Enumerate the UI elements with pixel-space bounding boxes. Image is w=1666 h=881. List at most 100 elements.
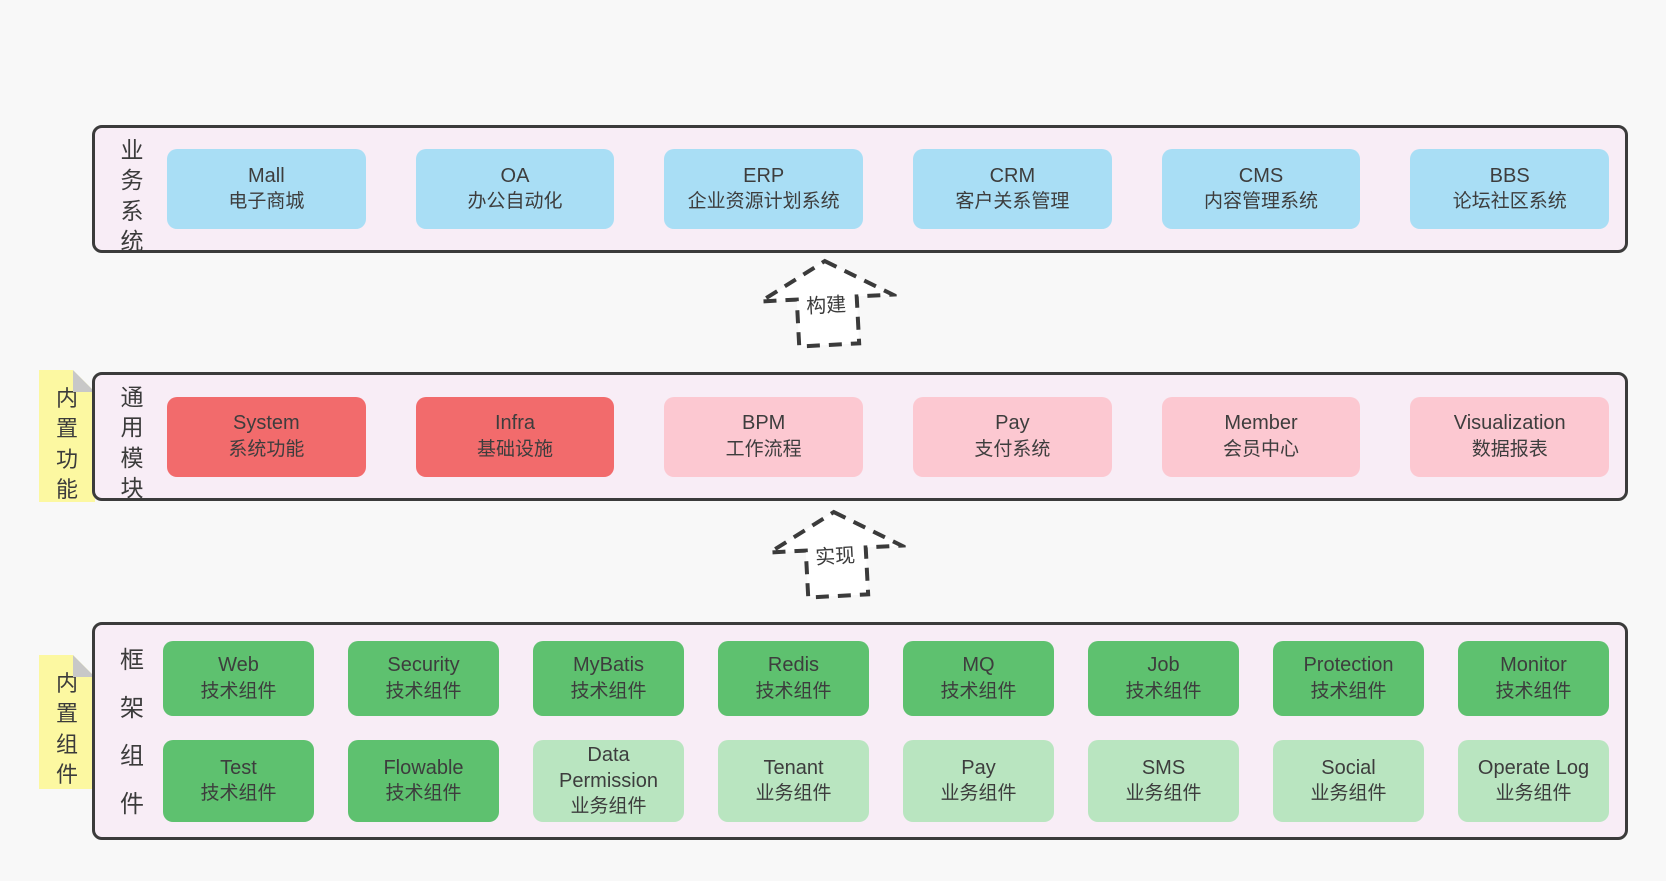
box-subtitle: 数据报表 xyxy=(1471,438,1548,460)
box-subtitle: 技术组件 xyxy=(385,680,462,702)
box-subtitle: 办公自动化 xyxy=(467,191,563,213)
diagram-box-social: Social 业务组件 xyxy=(1273,739,1424,822)
diagram-box-system: System 系统功能 xyxy=(167,396,366,477)
box-subtitle: 业务组件 xyxy=(755,783,832,805)
box-title: Security xyxy=(387,654,460,677)
box-title: MQ xyxy=(962,654,995,677)
panel-modules-label: 通 用 模 块 xyxy=(120,384,144,502)
box-subtitle: 会员中心 xyxy=(1223,438,1300,460)
arrow-implement: 实现 xyxy=(763,504,909,603)
box-title: Social xyxy=(1321,756,1376,779)
business-boxes: Mall 电子商城 OA 办公自动化 ERP 企业资源计划系统 CRM 客户关系管理 CMS 内容… xyxy=(155,128,1625,250)
module-boxes: System 系统功能 Infra 基础设施 BPM 工作流程 Pay 支付系统 Member 会… xyxy=(155,375,1625,498)
panel-common-modules: 通 用 模 块 System 系统功能 Infra 基础设施 BPM 工作流程 Pay 支付系… xyxy=(92,372,1628,501)
box-subtitle: 业务组件 xyxy=(570,796,647,818)
box-subtitle: 支付系统 xyxy=(974,438,1051,460)
box-title: System xyxy=(232,412,300,435)
box-title: Test xyxy=(220,756,257,779)
box-title: Infra xyxy=(494,412,536,435)
diagram-box-mq: MQ 技术组件 xyxy=(903,641,1054,716)
box-title: MyBatis xyxy=(572,654,645,677)
box-subtitle: 技术组件 xyxy=(200,680,277,702)
box-title: Redis xyxy=(767,654,820,677)
diagram-box-security: Security 技术组件 xyxy=(348,641,499,716)
panel-business-label: 业 务 系 统 xyxy=(120,137,144,255)
box-subtitle: 技术组件 xyxy=(940,680,1017,702)
box-title: Member xyxy=(1224,412,1298,435)
box-subtitle: 业务组件 xyxy=(940,783,1017,805)
box-title: ERP xyxy=(743,164,785,187)
box-subtitle: 业务组件 xyxy=(1495,783,1572,805)
box-subtitle: 技术组件 xyxy=(1125,680,1202,702)
box-subtitle: 技术组件 xyxy=(570,680,647,702)
diagram-box-bbs: BBS 论坛社区系统 xyxy=(1410,149,1610,229)
box-title: Pay xyxy=(995,412,1030,435)
box-subtitle: 技术组件 xyxy=(755,680,832,702)
box-title: Data Permission xyxy=(559,743,658,792)
box-title: Web xyxy=(218,654,259,677)
panel-framework-label: 框 架 组 件 xyxy=(120,647,144,818)
box-subtitle: 技术组件 xyxy=(200,783,277,805)
box-subtitle: 内容管理系统 xyxy=(1204,191,1319,213)
box-subtitle: 电子商城 xyxy=(228,191,305,213)
diagram-box-data-permission: Data Permission 业务组件 xyxy=(533,739,684,822)
panel-business-systems: 业 务 系 统 Mall 电子商城 OA 办公自动化 ERP 企业资源计划系统 CRM 客户关… xyxy=(92,125,1628,255)
box-title: Monitor xyxy=(1500,654,1567,677)
diagram-box-bpm: BPM 工作流程 xyxy=(664,396,864,477)
box-subtitle: 技术组件 xyxy=(385,783,462,805)
diagram-box-visualization: Visualization 数据报表 xyxy=(1410,396,1610,477)
diagram-box-member: Member 会员中心 xyxy=(1161,396,1361,477)
diagram-box-oa: OA 办公自动化 xyxy=(415,149,615,229)
diagram-box-pay: Pay 支付系统 xyxy=(913,396,1112,477)
diagram-box-crm: CRM 客户关系管理 xyxy=(913,149,1112,229)
box-title: BBS xyxy=(1489,164,1530,187)
diagram-box-mall: Mall 电子商城 xyxy=(167,149,366,229)
box-subtitle: 业务组件 xyxy=(1125,783,1202,805)
diagram-box-sms: SMS 业务组件 xyxy=(1088,739,1239,822)
arrow-implement-label: 实现 xyxy=(811,540,859,574)
box-title: Job xyxy=(1147,654,1180,677)
diagram-box-job: Job 技术组件 xyxy=(1088,641,1239,716)
note-built-in-features: 内 置 功 能 xyxy=(39,370,95,502)
arrow-build: 构建 xyxy=(754,253,900,352)
box-title: CRM xyxy=(989,164,1036,187)
box-title: Operate Log xyxy=(1477,756,1590,779)
diagram-box-web: Web 技术组件 xyxy=(163,641,314,716)
box-subtitle: 企业资源计划系统 xyxy=(687,191,840,213)
box-title: SMS xyxy=(1141,756,1186,779)
box-title: Mall xyxy=(248,164,285,187)
diagram-box-operate-log: Operate Log 业务组件 xyxy=(1458,739,1609,822)
diagram-box-redis: Redis 技术组件 xyxy=(718,641,869,716)
box-title: Protection xyxy=(1303,654,1394,677)
box-title: BPM xyxy=(742,412,786,435)
diagram-box-infra: Infra 基础设施 xyxy=(415,396,615,477)
box-title: OA xyxy=(500,164,530,187)
box-subtitle: 业务组件 xyxy=(1310,783,1387,805)
note-built-in-components: 内 置 组 件 xyxy=(39,655,95,789)
box-subtitle: 客户关系管理 xyxy=(955,191,1070,213)
box-title: CMS xyxy=(1238,164,1284,187)
diagram-box-pay: Pay 业务组件 xyxy=(903,739,1054,822)
diagram-box-cms: CMS 内容管理系统 xyxy=(1161,149,1361,229)
box-subtitle: 基础设施 xyxy=(477,438,554,460)
box-title: Pay xyxy=(961,756,996,779)
diagram-box-flowable: Flowable 技术组件 xyxy=(348,739,499,822)
box-title: Visualization xyxy=(1453,412,1566,435)
box-subtitle: 系统功能 xyxy=(228,438,305,460)
diagram-box-monitor: Monitor 技术组件 xyxy=(1458,641,1609,716)
box-subtitle: 工作流程 xyxy=(725,438,802,460)
box-subtitle: 技术组件 xyxy=(1495,680,1572,702)
box-subtitle: 技术组件 xyxy=(1310,680,1387,702)
diagram-box-mybatis: MyBatis 技术组件 xyxy=(533,641,684,716)
box-subtitle: 论坛社区系统 xyxy=(1452,191,1567,213)
diagram-box-protection: Protection 技术组件 xyxy=(1273,641,1424,716)
diagram-box-erp: ERP 企业资源计划系统 xyxy=(664,149,864,229)
arrow-build-label: 构建 xyxy=(802,289,850,323)
box-title: Flowable xyxy=(383,756,464,779)
